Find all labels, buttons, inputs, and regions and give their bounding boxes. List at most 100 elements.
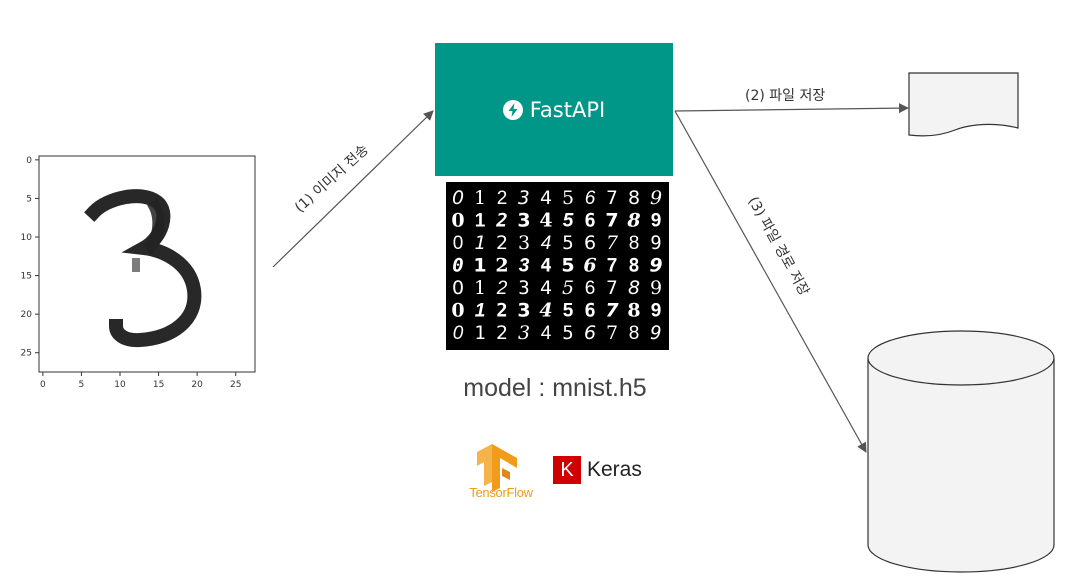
tensorflow-label: TensorFlow (469, 485, 533, 500)
mnist-sample-digit: 6 (585, 188, 596, 209)
x-tick-label: 15 (153, 380, 164, 390)
mnist-sample-digit: 5 (562, 232, 573, 254)
mnist-sample-digit: 1 (475, 301, 486, 322)
digit-three-image (84, 189, 202, 348)
mnist-sample-digit: 8 (628, 187, 640, 209)
mnist-sample-digit: 3 (517, 300, 530, 322)
fastapi-server-box: FastAPI (435, 43, 673, 176)
mnist-sample-digit: 6 (584, 322, 596, 344)
x-axis-ticks: 0 5 10 15 20 25 (40, 372, 241, 390)
keras-badge: K (553, 456, 581, 484)
mnist-sample-digit: 5 (562, 187, 574, 209)
mnist-sample-digit: 8 (628, 255, 639, 277)
mnist-sample-digit: 9 (650, 322, 661, 344)
mnist-sample-digit: 0 (453, 233, 464, 254)
x-tick-label: 5 (79, 380, 85, 390)
y-tick-label: 25 (21, 349, 32, 359)
model-label: model : mnist.h5 (463, 374, 647, 402)
mnist-sample-digit: 9 (650, 277, 662, 299)
mnist-sample-digit: 2 (496, 278, 508, 299)
mnist-sample-digit: 5 (563, 211, 574, 232)
mnist-sample-digit: 8 (627, 300, 640, 322)
mnist-sample-digit: 6 (584, 300, 595, 322)
mnist-sample-digit: 4 (539, 210, 552, 232)
lightning-icon (502, 99, 523, 120)
label-save-path: (3) 파일 경로 저장 (745, 194, 813, 298)
y-tick-label: 0 (26, 156, 32, 166)
y-axis-ticks: 0 5 10 15 20 25 (21, 156, 39, 359)
mnist-sample-digit: 3 (518, 277, 529, 299)
mnist-sample-digit: 6 (584, 210, 595, 232)
mnist-sample-digit: 9 (649, 255, 662, 277)
arrow-save-path (674, 110, 867, 453)
label-send-image: (1) 이미지 전송 (292, 142, 372, 216)
x-tick-label: 10 (114, 380, 126, 390)
mnist-sample-digit: 4 (540, 277, 552, 299)
mnist-sample-digit: 8 (629, 323, 640, 344)
label-save-file: (2) 파일 저장 (745, 88, 825, 104)
mnist-sample-digit: 5 (562, 277, 574, 299)
mnist-sample-digit: 2 (497, 188, 508, 209)
mnist-sample-digit: 7 (605, 300, 619, 322)
mnist-sample-digit: 7 (606, 277, 617, 299)
mnist-sample-digit: 4 (540, 187, 552, 209)
mnist-sample-digit: 7 (606, 187, 617, 209)
x-tick-label: 20 (191, 380, 203, 390)
mnist-sample-digit: 2 (495, 210, 507, 232)
mnist-sample-digit: 0 (452, 255, 463, 277)
mnist-sample-digit: 4 (539, 300, 552, 322)
mnist-sample-digit: 2 (495, 255, 508, 277)
mnist-sample-digit: 9 (651, 211, 662, 232)
mnist-sample-digit: 5 (563, 301, 574, 322)
mnist-sample-digit: 0 (451, 300, 464, 322)
database-icon (867, 330, 1055, 573)
mnist-sample-digit: 7 (607, 256, 618, 277)
keras-logo: K Keras (553, 456, 642, 484)
mnist-sample-digit: 3 (518, 232, 530, 254)
mnist-sample-digit: 0 (453, 323, 464, 344)
y-tick-label: 10 (21, 233, 33, 243)
mnist-sample-digit: 1 (474, 322, 485, 344)
mnist-sample-digit: 9 (650, 187, 662, 209)
x-tick-label: 0 (40, 380, 46, 390)
arrow-send-image (272, 110, 434, 268)
mnist-sample-digit: 8 (629, 233, 640, 254)
mnist-sample-digit: 8 (628, 277, 640, 299)
mnist-sample-digit: 3 (517, 210, 530, 232)
mnist-sample-digit: 1 (473, 255, 486, 277)
mnist-sample-digit: 1 (474, 232, 485, 254)
mnist-sample-digit: 6 (583, 255, 596, 277)
mnist-sample-digit: 7 (605, 210, 618, 232)
mnist-sample-digit: 2 (496, 300, 507, 322)
keras-label: Keras (587, 458, 642, 481)
mnist-sample-digit: 2 (496, 322, 508, 344)
mnist-sample-digit: 1 (474, 277, 486, 299)
x-tick-label: 25 (230, 380, 241, 390)
fastapi-label: FastAPI (529, 97, 606, 122)
mnist-sample-digit: 6 (585, 278, 596, 299)
mnist-sample-digit: 0 (451, 210, 464, 232)
y-tick-label: 20 (21, 310, 33, 320)
mnist-digit-plot: 0 5 10 15 20 25 0 5 10 15 20 25 (21, 155, 256, 390)
file-icon (908, 72, 1019, 137)
mnist-sample-digit: 3 (517, 187, 529, 209)
mnist-sample-digit: 5 (562, 322, 573, 344)
mnist-sample-digit: 9 (650, 232, 661, 254)
mnist-sample-digit: 5 (561, 255, 574, 277)
mnist-sample-digit: 7 (606, 322, 618, 344)
mnist-sample-digit: 9 (651, 301, 662, 322)
mnist-sample-digit: 3 (519, 256, 530, 277)
y-tick-label: 5 (26, 194, 32, 204)
mnist-sample-digit: 2 (496, 232, 508, 254)
mnist-sample-digit: 7 (606, 232, 619, 254)
mnist-sample-digit: 6 (584, 232, 596, 254)
mnist-sample-digit: 3 (518, 322, 530, 344)
tensorflow-logo (477, 444, 517, 492)
y-tick-label: 15 (21, 272, 32, 282)
arrow-save-file (674, 103, 909, 114)
mnist-sample-digit: 0 (452, 277, 464, 299)
mnist-sample-digit: 0 (452, 187, 464, 209)
mnist-sample-digit: 1 (475, 211, 486, 232)
